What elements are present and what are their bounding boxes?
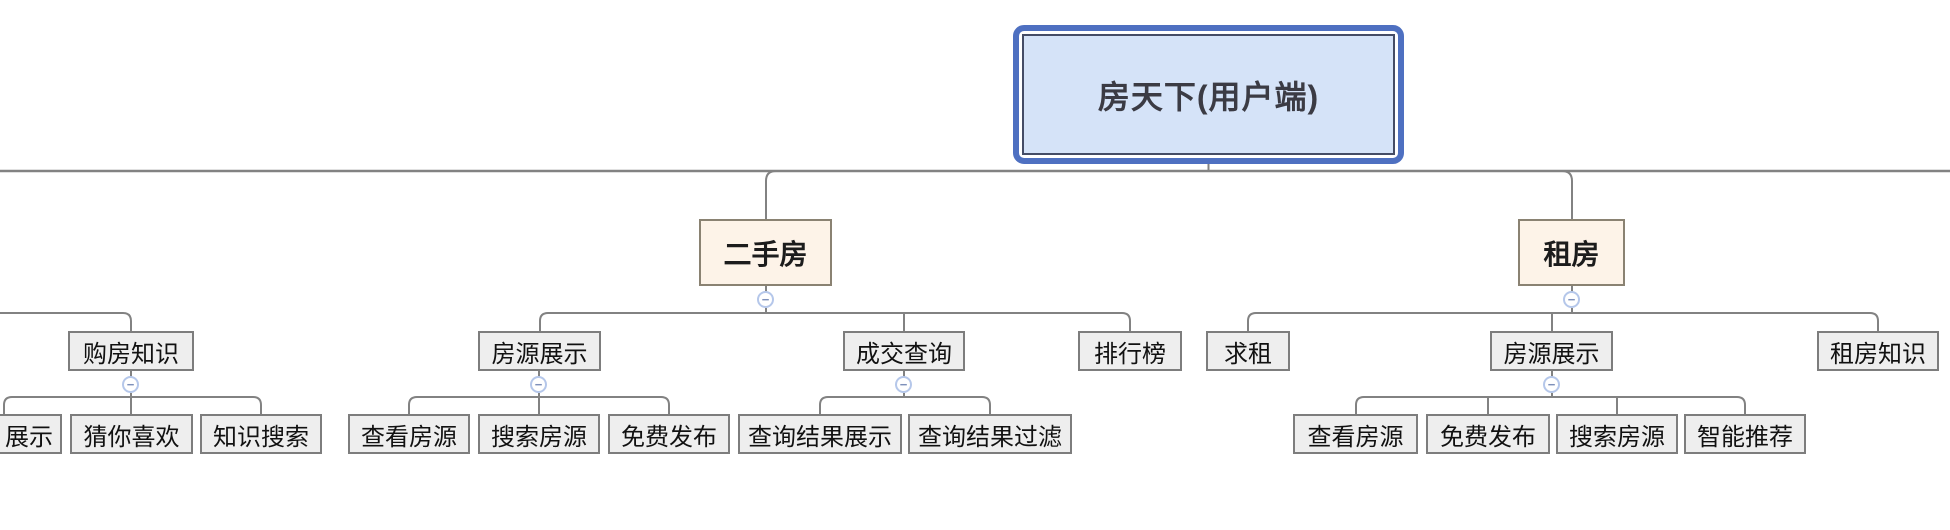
collapse-toggle-second-hand[interactable]: − [757, 291, 774, 308]
node-display-clipped[interactable]: 展示 [0, 414, 62, 454]
node-smart-recommend[interactable]: 智能推荐 [1684, 414, 1806, 454]
node-root[interactable]: 房天下(用户端) [1013, 25, 1404, 164]
node-guess-you-like[interactable]: 猜你喜欢 [70, 414, 193, 454]
node-listing-display-second-hand[interactable]: 房源展示 [478, 331, 601, 371]
node-search-listings-rent[interactable]: 搜索房源 [1556, 414, 1678, 454]
connector-rail-deal-query [819, 396, 991, 414]
connector-rail-rent [1247, 312, 1879, 331]
collapse-toggle-listing-display-second-hand[interactable]: − [530, 376, 547, 393]
collapse-toggle-rent[interactable]: − [1563, 291, 1580, 308]
node-root-label: 房天下(用户端) [1022, 34, 1395, 155]
node-deal-query[interactable]: 成交查询 [843, 331, 965, 371]
connector-rail-offscreen-branch [0, 312, 132, 331]
node-view-listings-rent[interactable]: 查看房源 [1293, 414, 1418, 454]
node-rent-knowledge[interactable]: 租房知识 [1817, 331, 1939, 371]
node-listing-display-rent[interactable]: 房源展示 [1490, 331, 1613, 371]
node-free-publish-rent[interactable]: 免费发布 [1426, 414, 1550, 454]
collapse-toggle-deal-query[interactable]: − [895, 376, 912, 393]
connector-rail-purchase-knowledge [3, 396, 262, 414]
node-query-result-display[interactable]: 查询结果展示 [738, 414, 902, 454]
node-purchase-knowledge[interactable]: 购房知识 [68, 331, 194, 371]
node-seek-rent[interactable]: 求租 [1206, 331, 1290, 371]
connector-drop-rent [1561, 170, 1573, 219]
node-ranking-list[interactable]: 排行榜 [1078, 331, 1182, 371]
collapse-toggle-purchase-knowledge[interactable]: − [122, 376, 139, 393]
node-view-listings-second-hand[interactable]: 查看房源 [348, 414, 470, 454]
node-free-publish-second-hand[interactable]: 免费发布 [608, 414, 730, 454]
node-search-listings-second-hand[interactable]: 搜索房源 [478, 414, 600, 454]
node-rent-house[interactable]: 租房 [1518, 219, 1625, 286]
connector-rail-listing-display-rent [1355, 396, 1746, 414]
node-knowledge-search[interactable]: 知识搜索 [200, 414, 322, 454]
connector-drop-second-hand [765, 170, 777, 219]
collapse-toggle-listing-display-rent[interactable]: − [1543, 376, 1560, 393]
node-query-result-filter[interactable]: 查询结果过滤 [908, 414, 1072, 454]
connector-rail-second-hand [539, 312, 1131, 331]
node-second-hand-house[interactable]: 二手房 [699, 219, 832, 286]
